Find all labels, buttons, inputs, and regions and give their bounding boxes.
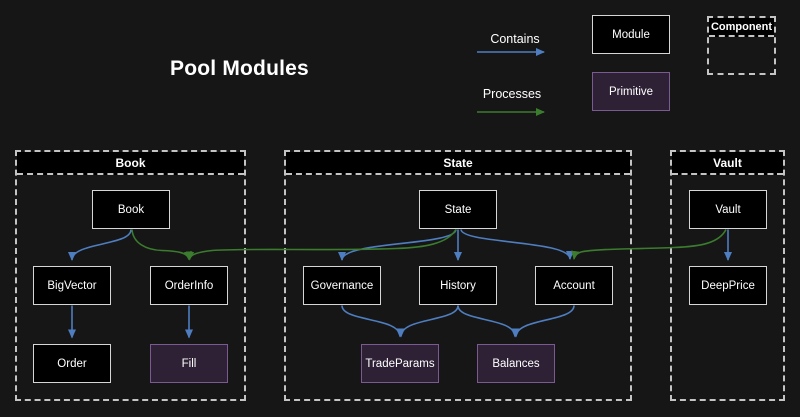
node-book: Book (92, 190, 170, 229)
node-vault-label: Vault (715, 203, 741, 216)
node-governance: Governance (303, 266, 381, 305)
node-fill: Fill (150, 344, 228, 383)
legend-primitive-label: Primitive (608, 85, 654, 98)
container-state-title: State (286, 152, 630, 175)
node-deepprice: DeepPrice (689, 266, 767, 305)
node-orderinfo: OrderInfo (150, 266, 228, 305)
node-orderinfo-label: OrderInfo (164, 279, 214, 292)
legend-module-label: Module (612, 28, 650, 41)
node-balances: Balances (477, 344, 555, 383)
container-vault-title: Vault (672, 152, 783, 175)
legend-contains-label: Contains (490, 32, 540, 46)
node-order: Order (33, 344, 111, 383)
legend-module-swatch: Module (592, 15, 670, 54)
node-governance-label: Governance (310, 279, 374, 292)
legend-component-swatch: Component (707, 16, 776, 75)
legend-component-label: Component (709, 18, 774, 37)
node-history: History (419, 266, 497, 305)
node-account: Account (535, 266, 613, 305)
node-state-label: State (444, 203, 472, 216)
container-vault: Vault (670, 150, 785, 401)
container-book: Book (15, 150, 246, 401)
node-vault: Vault (689, 190, 767, 229)
node-balances-label: Balances (492, 357, 540, 370)
node-fill-label: Fill (181, 357, 197, 370)
node-account-label: Account (553, 279, 595, 292)
node-deepprice-label: DeepPrice (701, 279, 755, 292)
container-book-title: Book (17, 152, 244, 175)
legend-processes-label: Processes (482, 87, 542, 101)
node-tradeparams-label: TradeParams (365, 357, 435, 370)
node-book-label: Book (117, 203, 145, 216)
node-bigvector-label: BigVector (47, 279, 97, 292)
container-state: State (284, 150, 632, 401)
node-tradeparams: TradeParams (361, 344, 439, 383)
node-history-label: History (440, 279, 476, 292)
page-title: Pool Modules (170, 57, 309, 80)
node-state: State (419, 190, 497, 229)
node-bigvector: BigVector (33, 266, 111, 305)
legend-primitive-swatch: Primitive (592, 72, 670, 111)
node-order-label: Order (57, 357, 87, 370)
